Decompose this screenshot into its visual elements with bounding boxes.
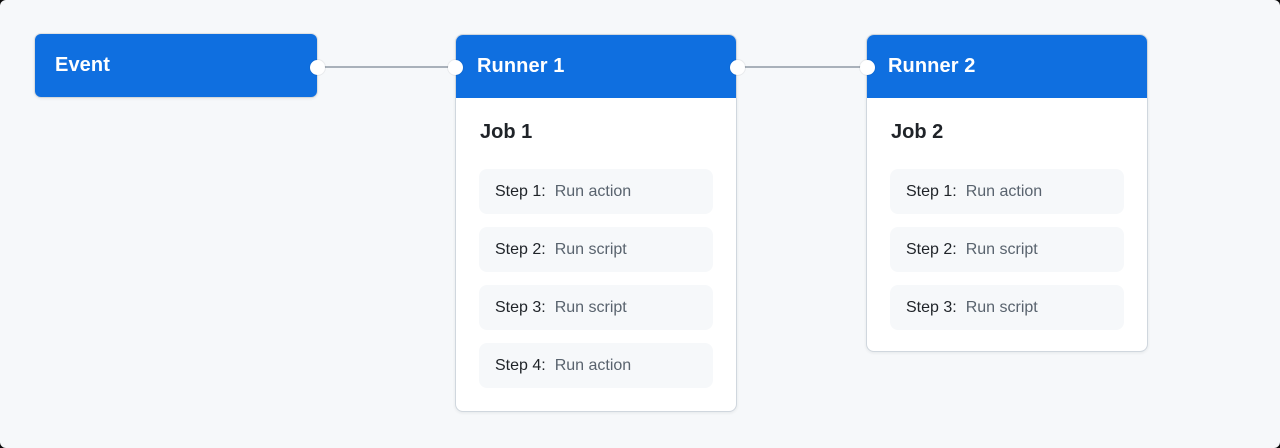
runner-1-header: Runner 1 <box>456 35 736 98</box>
step-row: Step 1: Run action <box>890 169 1124 214</box>
step-value: Run script <box>554 298 627 316</box>
runner-2-title: Runner 2 <box>888 55 976 77</box>
step-value: Run script <box>965 240 1038 258</box>
connector-line-event-runner1 <box>317 66 455 68</box>
step-label: Step 3: <box>906 298 957 316</box>
step-row: Step 3: Run script <box>479 285 713 330</box>
step-value: Run action <box>554 182 632 200</box>
node-runner-2: Runner 2 Job 2 Step 1: Run action Step 2… <box>866 34 1148 352</box>
node-event: Event <box>35 34 317 97</box>
step-row: Step 2: Run script <box>890 227 1124 272</box>
step-label: Step 3: <box>495 298 546 316</box>
connector-dot-runner2-in <box>859 59 875 75</box>
connector-dot-runner1-in <box>447 59 463 75</box>
step-row: Step 2: Run script <box>479 227 713 272</box>
step-label: Step 1: <box>906 182 957 200</box>
step-label: Step 4: <box>495 356 546 374</box>
event-title: Event <box>55 54 110 76</box>
step-value: Run script <box>554 240 627 258</box>
connector-dot-runner1-out <box>729 59 745 75</box>
step-label: Step 1: <box>495 182 546 200</box>
connector-line-runner1-runner2 <box>737 66 867 68</box>
runner-1-title: Runner 1 <box>477 55 565 77</box>
node-runner-1: Runner 1 Job 1 Step 1: Run action Step 2… <box>455 34 737 412</box>
step-row: Step 4: Run action <box>479 343 713 388</box>
connector-dot-event-out <box>309 59 325 75</box>
step-value: Run script <box>965 298 1038 316</box>
step-value: Run action <box>554 356 632 374</box>
step-label: Step 2: <box>906 240 957 258</box>
runner-2-header: Runner 2 <box>867 35 1147 98</box>
step-row: Step 1: Run action <box>479 169 713 214</box>
runner-1-body: Job 1 Step 1: Run action Step 2: Run scr… <box>456 98 736 388</box>
step-label: Step 2: <box>495 240 546 258</box>
runner-2-body: Job 2 Step 1: Run action Step 2: Run scr… <box>867 98 1147 330</box>
job-1-title: Job 1 <box>480 121 533 143</box>
step-value: Run action <box>965 182 1043 200</box>
job-2-title: Job 2 <box>891 121 944 143</box>
step-row: Step 3: Run script <box>890 285 1124 330</box>
